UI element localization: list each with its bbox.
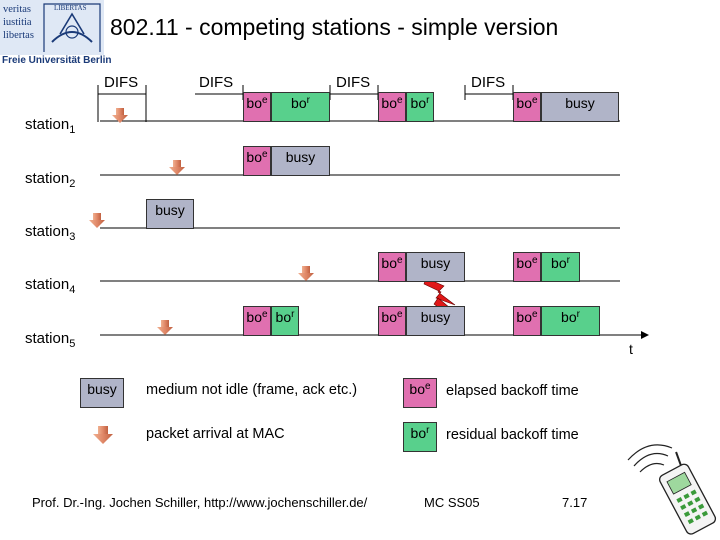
footer-author: Prof. Dr.-Ing. Jochen Schiller, http://w…	[32, 495, 367, 510]
station-1-label: station1	[25, 116, 75, 136]
packet-arrival-arrow	[169, 160, 185, 175]
footer-course: MC SS05	[424, 495, 480, 510]
packet-arrival-arrow	[157, 320, 173, 335]
busy-box: busy	[146, 199, 194, 229]
busy-box: busy	[406, 252, 465, 282]
station-4-label: station4	[25, 276, 75, 296]
difs-label: DIFS	[336, 74, 370, 91]
legend-arrow-icon	[93, 426, 113, 444]
busy-box: busy	[406, 306, 465, 336]
footer-page-number: 7.17	[562, 495, 587, 510]
legend-arrival-text: packet arrival at MAC	[146, 426, 285, 442]
busy-box: busy	[271, 146, 330, 176]
difs-label: DIFS	[471, 74, 505, 91]
station-3-label: station3	[25, 223, 75, 243]
station-5-label: station5	[25, 330, 75, 350]
difs-label: DIFS	[199, 74, 233, 91]
difs-label: DIFS	[104, 74, 138, 91]
legend-busy-text: medium not idle (frame, ack etc.)	[146, 382, 357, 398]
mobile-phone-icon	[628, 445, 717, 536]
legend-busy-box: busy	[80, 378, 124, 408]
packet-arrival-arrow	[89, 213, 105, 228]
busy-box: busy	[541, 92, 619, 122]
time-axis-label: t	[629, 341, 633, 357]
packet-arrival-arrow	[298, 266, 314, 281]
legend-residual-text: residual backoff time	[446, 427, 579, 443]
legend-elapsed-text: elapsed backoff time	[446, 383, 579, 399]
station-2-label: station2	[25, 170, 75, 190]
